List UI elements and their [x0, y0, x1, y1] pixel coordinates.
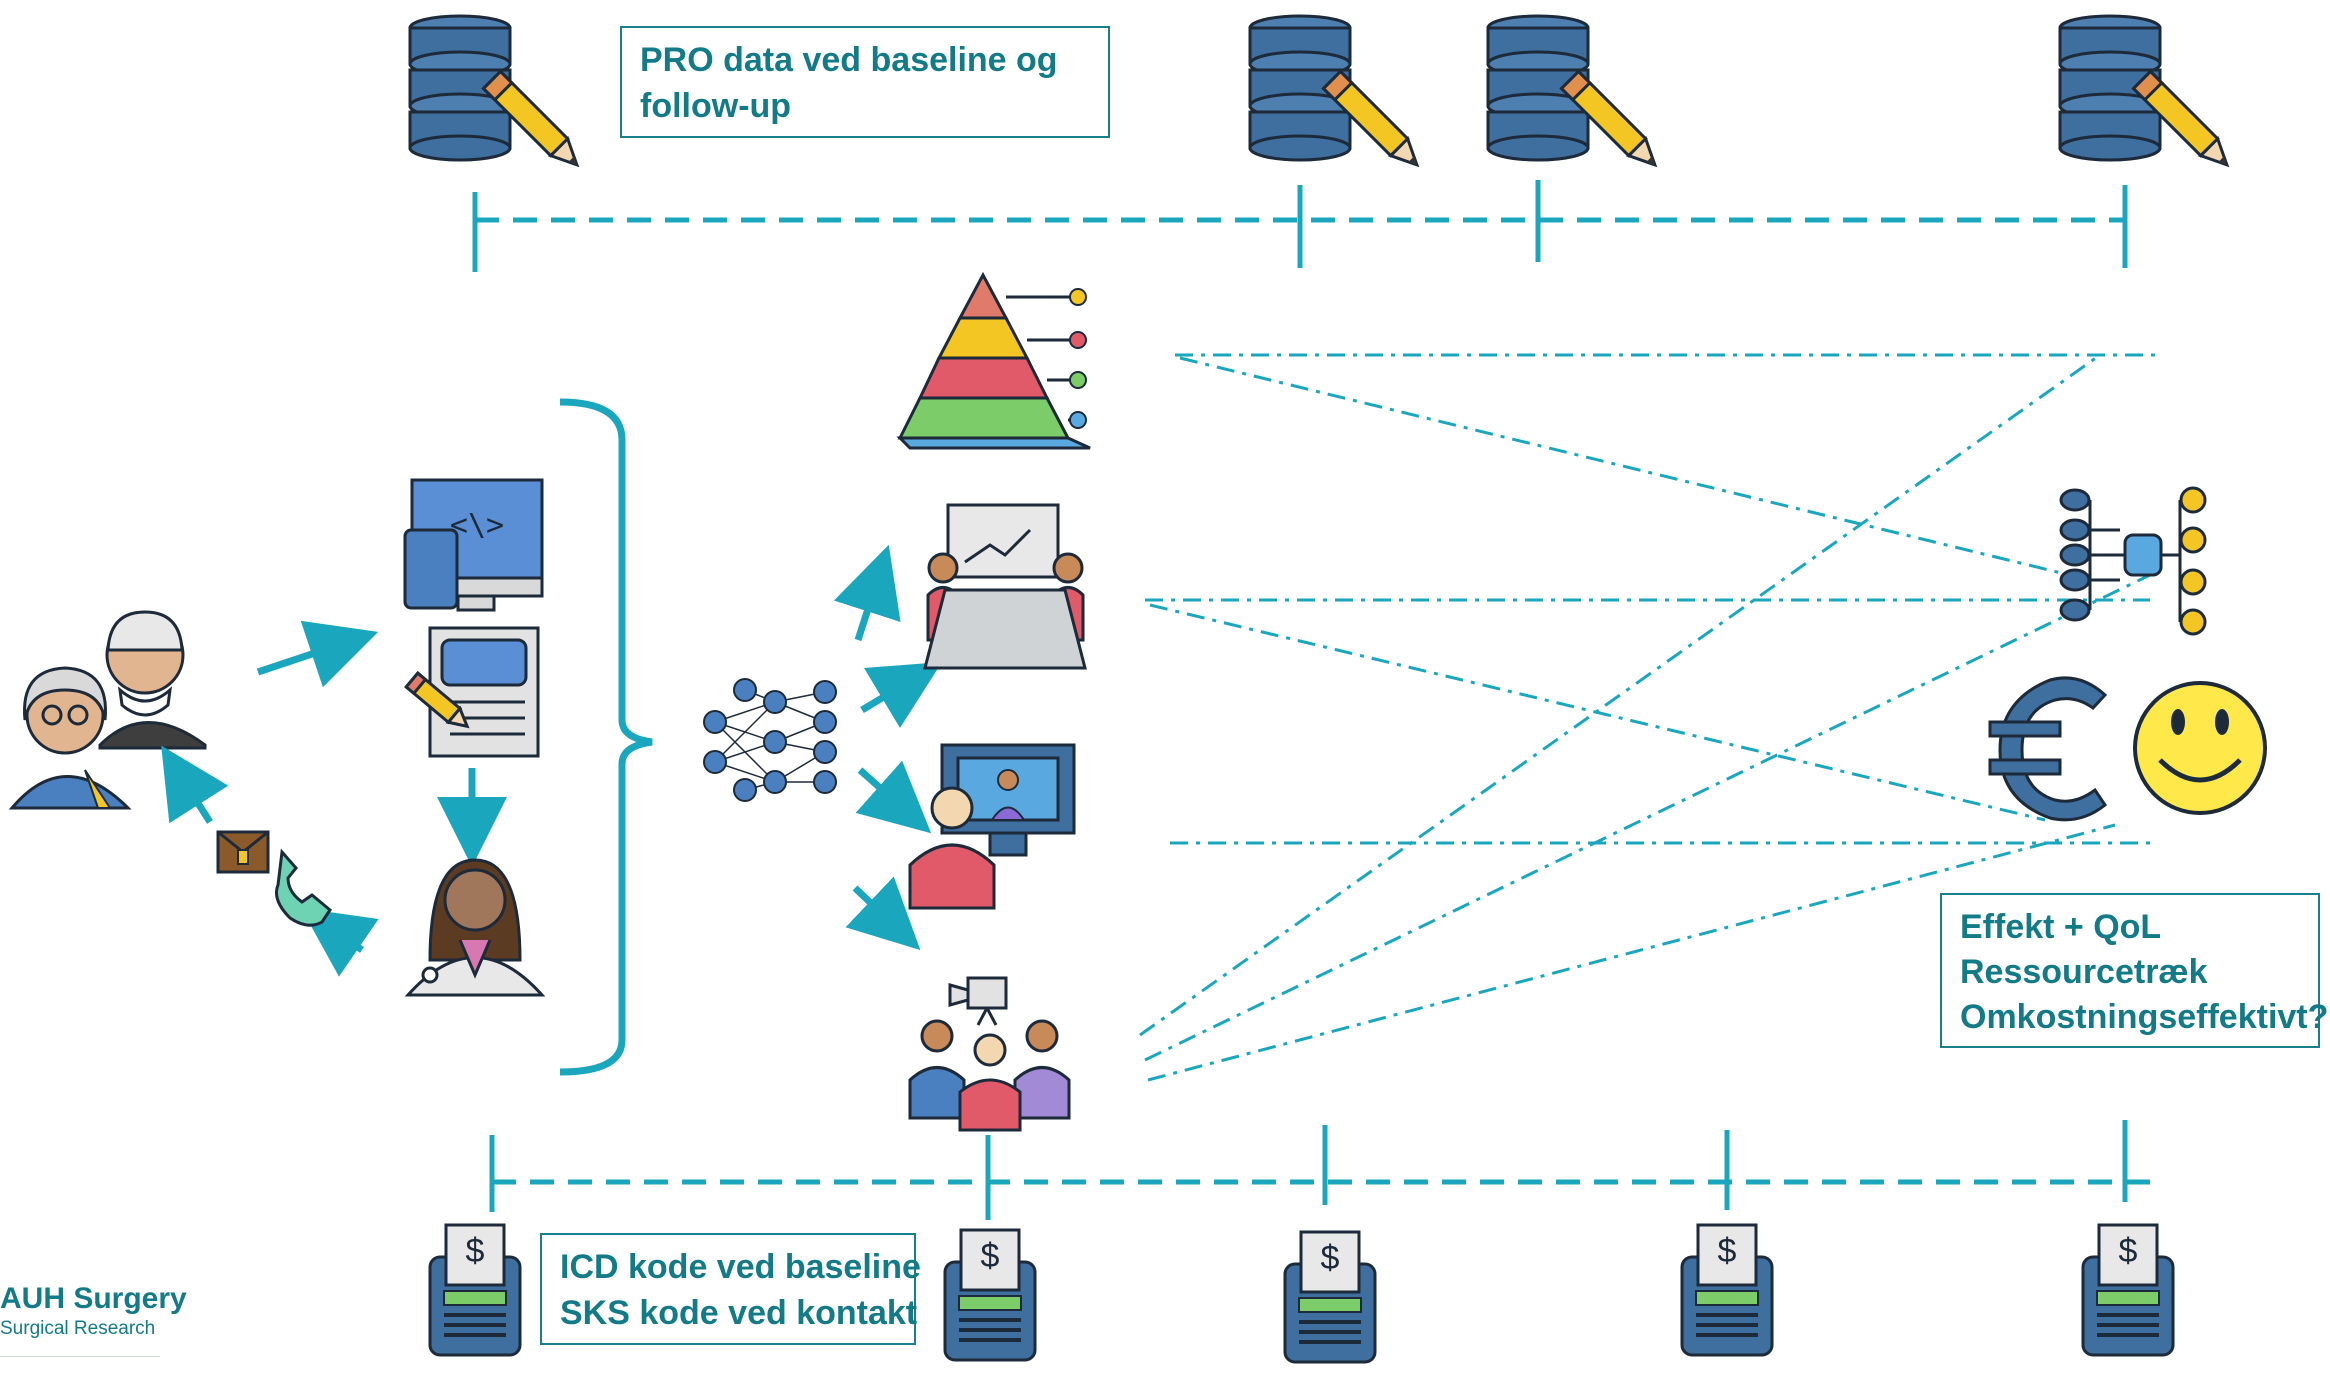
- outcome-line-3: Omkostningseffektivt?: [1960, 997, 2329, 1036]
- flow-arrow: [845, 876, 921, 951]
- database-pencil-icon: [2058, 14, 2237, 175]
- flow-arrow: [860, 661, 943, 729]
- database-pencil-icon: [408, 14, 587, 175]
- connection-lines: [1139, 353, 2160, 1082]
- icd-code-line-2: SKS kode ved kontakt: [560, 1293, 918, 1332]
- svg-text:<\>: <\>: [450, 508, 504, 543]
- meeting-presentation-icon: [923, 503, 1087, 670]
- pro-data-label: PRO data ved baseline og follow-up: [620, 26, 1110, 138]
- receipt-icon: $: [2081, 1223, 2175, 1357]
- receipt-icon: $: [1283, 1230, 1377, 1364]
- video-call-icon: [908, 743, 1076, 910]
- logo-divider: [0, 1356, 160, 1357]
- patients-icon: [8, 610, 207, 810]
- icd-code-line-1: ICD kode ved baseline: [560, 1248, 921, 1286]
- svg-text:$: $: [2119, 1232, 2138, 1270]
- receipt-icon: $: [1680, 1223, 1774, 1357]
- outcome-line-2: Ressourcetræk: [1960, 952, 2208, 991]
- flow-arrow: [833, 544, 901, 642]
- outcome-line-1: Effekt + QoL: [1960, 908, 2162, 946]
- receipt-icon: $: [943, 1228, 1037, 1362]
- grouping-brace: [559, 398, 653, 1076]
- pro-timeline: [472, 180, 2128, 272]
- pro-data-line-1: PRO data ved baseline og: [640, 41, 1058, 79]
- svg-text:$: $: [1321, 1239, 1340, 1277]
- flow-arrow: [855, 760, 932, 834]
- neural-network-icon: [703, 678, 837, 802]
- computer-code-icon: <\>: [403, 478, 544, 612]
- flow-arrow: [256, 620, 379, 688]
- smiley-face-icon: [2133, 681, 2267, 815]
- flow-arrow: [301, 908, 379, 977]
- cost-timeline: [489, 1120, 2150, 1220]
- svg-text:$: $: [466, 1232, 485, 1270]
- outcome-label: Effekt + QoL Ressourcetræk Omkostningsef…: [1940, 893, 2329, 1048]
- icd-code-label: ICD kode ved baseline SKS kode ved konta…: [540, 1233, 921, 1345]
- database-pencil-icon: [1486, 14, 1665, 175]
- svg-text:$: $: [981, 1237, 1000, 1275]
- logo-sub-text: Surgical Research: [0, 1318, 156, 1339]
- doctor-icon: [404, 858, 546, 997]
- flow-arrow: [161, 745, 229, 824]
- pro-data-line-2: follow-up: [640, 86, 792, 125]
- database-pencil-icon: [1248, 14, 1427, 175]
- pyramid-chart-icon: [896, 271, 1091, 450]
- svg-text:$: $: [1718, 1232, 1737, 1270]
- euro-icon: [1988, 676, 2108, 822]
- group-camera-icon: [908, 976, 1071, 1132]
- receipt-icon: $: [428, 1223, 522, 1357]
- phone-envelope-icon: [216, 830, 332, 927]
- auh-surgery-logo: AUH Surgery Surgical Research: [0, 1282, 187, 1357]
- database-network-icon: [2059, 486, 2207, 636]
- document-pencil-icon: [404, 626, 540, 758]
- logo-main-text: AUH Surgery: [0, 1282, 187, 1315]
